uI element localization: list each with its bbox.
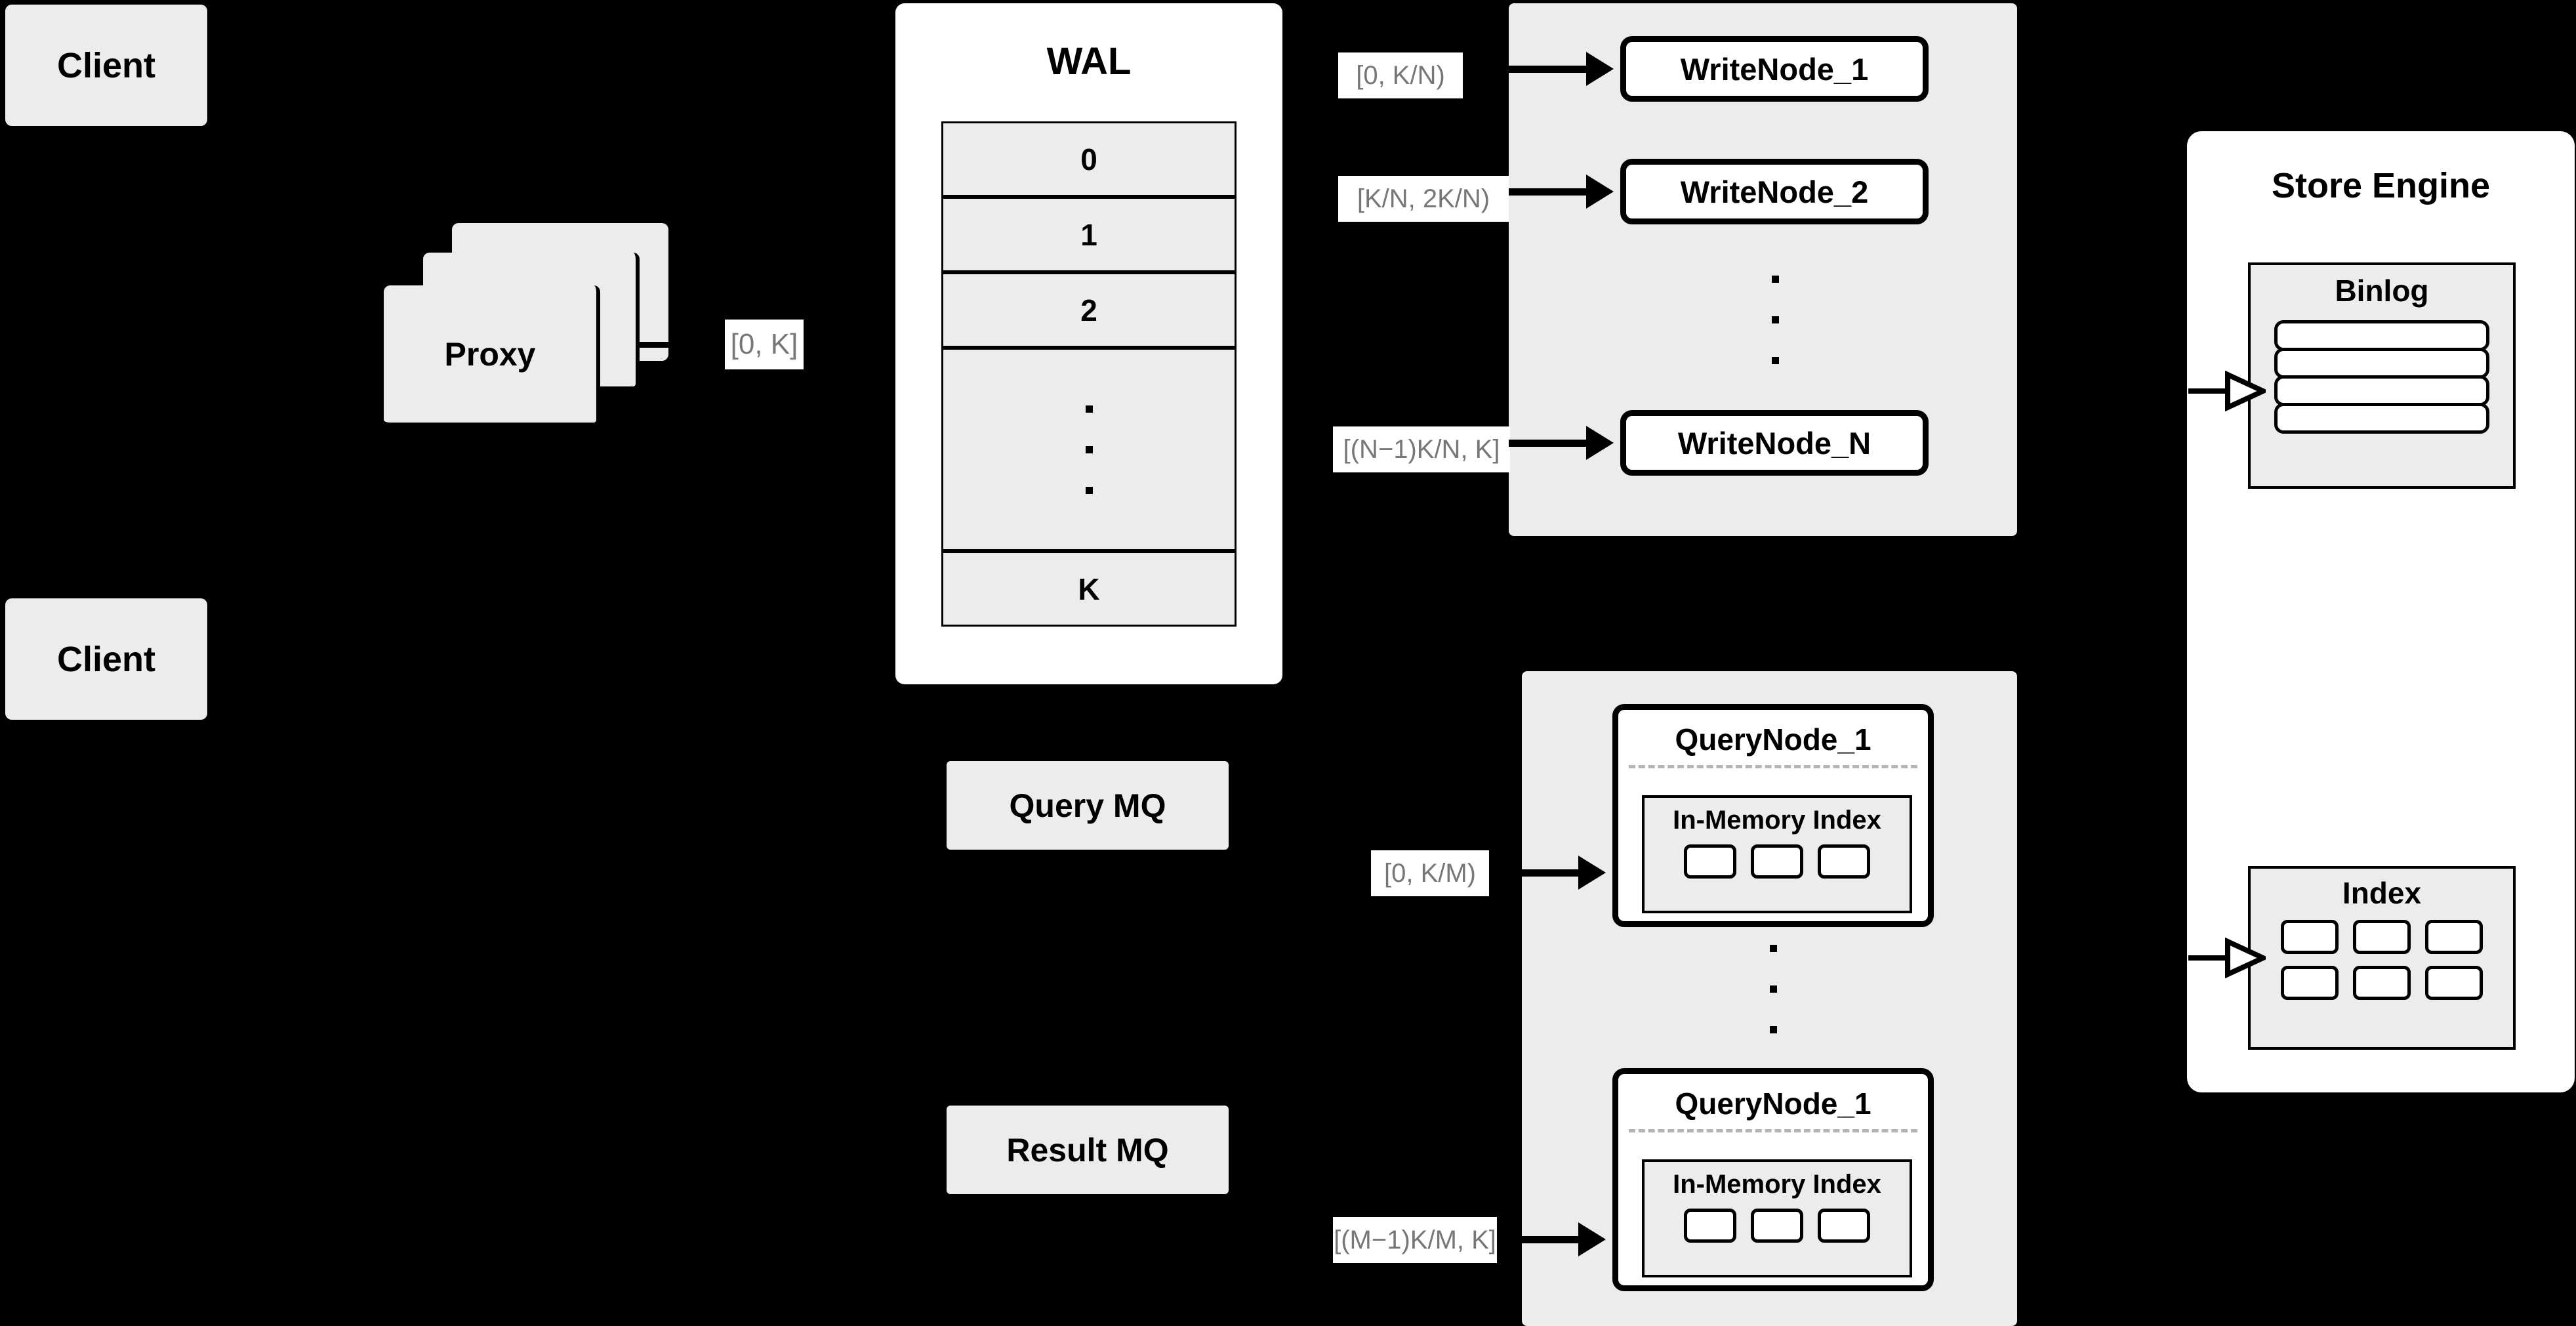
query-node-2-index-slot bbox=[1751, 1209, 1803, 1243]
index-slot bbox=[2425, 920, 2483, 954]
client-box-1[interactable]: Client bbox=[5, 5, 207, 126]
query-node-1-divider bbox=[1629, 765, 1917, 768]
write-node-2-label: WriteNode_2 bbox=[1680, 174, 1869, 209]
proxy-label: Proxy bbox=[444, 335, 536, 373]
query-node-1[interactable]: QueryNode_1 In-Memory Index bbox=[1612, 704, 1934, 927]
index-slot bbox=[2281, 966, 2339, 1000]
query-mq-box[interactable]: Query MQ bbox=[947, 761, 1229, 850]
index-arrow-line bbox=[2188, 955, 2229, 961]
write-node-n-arrow-head bbox=[1586, 426, 1614, 460]
query-node-2-arrow-line bbox=[1497, 1236, 1581, 1243]
wal-cell-0: 0 bbox=[941, 121, 1237, 197]
wal-cell-k: K bbox=[941, 551, 1237, 627]
write-node-n-arrow-line bbox=[1509, 440, 1589, 447]
wal-title: WAL bbox=[1046, 40, 1132, 83]
query-mq-label: Query MQ bbox=[1009, 787, 1166, 824]
wal-cell-ellipsis bbox=[941, 348, 1237, 551]
proxy-range-label: [0, K] bbox=[725, 320, 804, 369]
query-node-2-divider bbox=[1629, 1129, 1917, 1132]
query-node-1-index-slot bbox=[1684, 844, 1736, 879]
query-node-1-arrow-line bbox=[1489, 869, 1581, 877]
index-title: Index bbox=[2342, 876, 2422, 910]
wal-cell-1: 1 bbox=[941, 197, 1237, 272]
binlog-arrow-line bbox=[2188, 388, 2229, 394]
binlog-title: Binlog bbox=[2335, 274, 2429, 308]
proxy-range-text: [0, K] bbox=[730, 328, 798, 360]
query-node-2[interactable]: QueryNode_1 In-Memory Index bbox=[1612, 1068, 1934, 1291]
result-mq-label: Result MQ bbox=[1006, 1131, 1169, 1169]
query-node-1-arrow-head bbox=[1578, 856, 1606, 890]
index-slot bbox=[2353, 966, 2411, 1000]
query-node-2-index-label: In-Memory Index bbox=[1673, 1170, 1881, 1199]
write-node-1[interactable]: WriteNode_1 bbox=[1620, 36, 1929, 102]
client-box-2[interactable]: Client bbox=[5, 598, 207, 720]
client-label-2: Client bbox=[56, 639, 155, 679]
binlog-row bbox=[2274, 403, 2489, 434]
write-node-n[interactable]: WriteNode_N bbox=[1620, 410, 1929, 476]
index-slot bbox=[2425, 966, 2483, 1000]
store-engine-title: Store Engine bbox=[2271, 166, 2491, 205]
query-node-2-index-slot bbox=[1684, 1209, 1736, 1243]
write-node-2-range: [K/N, 2K/N) bbox=[1338, 176, 1509, 222]
query-node-2-range: [(M−1)K/M, K] bbox=[1333, 1217, 1497, 1263]
write-node-1-arrow-head bbox=[1586, 52, 1614, 86]
query-node-1-range: [0, K/M) bbox=[1371, 850, 1489, 896]
binlog-panel: Binlog bbox=[2248, 262, 2516, 489]
query-node-1-index-slot bbox=[1818, 844, 1870, 879]
query-node-1-index-panel: In-Memory Index bbox=[1642, 795, 1912, 913]
index-slot bbox=[2353, 920, 2411, 954]
write-node-1-arrow-line bbox=[1463, 66, 1587, 73]
index-slot bbox=[2281, 920, 2339, 954]
proxy-card-front[interactable]: Proxy bbox=[384, 285, 600, 426]
index-panel: Index bbox=[2248, 866, 2516, 1050]
query-node-2-label: QueryNode_1 bbox=[1675, 1087, 1871, 1121]
binlog-row bbox=[2274, 348, 2489, 379]
wal-cell-2: 2 bbox=[941, 272, 1237, 348]
write-panel-ellipsis bbox=[1770, 276, 1780, 364]
query-node-1-index-slot bbox=[1751, 844, 1803, 879]
write-node-2-arrow-line bbox=[1509, 188, 1589, 196]
write-node-n-range: [(N−1)K/N, K] bbox=[1333, 426, 1510, 472]
proxy-connector-line bbox=[640, 342, 669, 348]
result-mq-box[interactable]: Result MQ bbox=[947, 1106, 1229, 1194]
write-node-n-label: WriteNode_N bbox=[1677, 425, 1871, 461]
binlog-row bbox=[2274, 375, 2489, 406]
query-node-2-arrow-head bbox=[1578, 1222, 1606, 1256]
write-node-2-arrow-head bbox=[1586, 175, 1614, 209]
write-node-2[interactable]: WriteNode_2 bbox=[1620, 159, 1929, 224]
query-panel-ellipsis bbox=[1768, 945, 1778, 1033]
write-node-1-label: WriteNode_1 bbox=[1680, 51, 1869, 87]
query-node-1-index-label: In-Memory Index bbox=[1673, 806, 1881, 835]
query-node-2-index-panel: In-Memory Index bbox=[1642, 1159, 1912, 1277]
query-node-2-index-slot bbox=[1818, 1209, 1870, 1243]
query-node-1-label: QueryNode_1 bbox=[1675, 722, 1871, 756]
client-label-1: Client bbox=[56, 45, 155, 85]
binlog-row bbox=[2274, 320, 2489, 351]
write-node-1-range: [0, K/N) bbox=[1338, 52, 1463, 98]
